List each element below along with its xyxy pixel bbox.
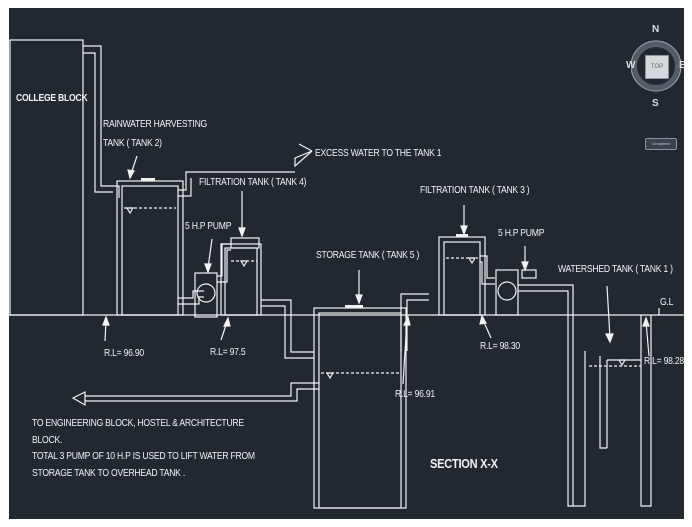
compass-east[interactable]: E [679, 60, 684, 71]
gl-label: G.L [660, 296, 674, 308]
rl-9828-leader [645, 321, 650, 357]
rl-9830-label: R.L= 98.30 [480, 340, 520, 352]
pipe-tank2-pump-b [178, 296, 204, 305]
tank-1-right-wall [640, 315, 652, 507]
downpipe-inner [83, 52, 113, 193]
rl-9691-head [403, 315, 411, 326]
rl-9828-head [642, 316, 650, 327]
tank-3-level-marker [467, 257, 477, 265]
downpipe-outer [83, 45, 120, 198]
college-block-label: COLLEGE BLOCK [16, 92, 88, 104]
pipe-storage-engineering-b [85, 388, 319, 402]
compass-west[interactable]: W [626, 60, 636, 71]
tank-5-shape [313, 307, 407, 509]
tank-3-shape [438, 236, 486, 316]
tank-4-inner [224, 247, 258, 316]
note-line-3: TOTAL 3 PUMP OF 10 H.P IS USED TO LIFT W… [32, 450, 255, 462]
tank-5-level-marker [325, 372, 335, 380]
leader-tank4-head [238, 227, 246, 238]
leader-pump-right-head [521, 261, 529, 272]
overflow-pipe [178, 171, 295, 191]
engineering-arrow-head [71, 391, 86, 407]
tank-3-lid [456, 234, 468, 237]
rl-9691-leader [402, 319, 408, 385]
viewcube-top-face[interactable]: TOP [645, 55, 669, 79]
rl-975-label: R.L= 97.5 [210, 346, 246, 358]
compass-north[interactable]: N [652, 24, 660, 35]
pipe-tank2-pump-a [178, 290, 204, 299]
watershed-tank-label: WATERSHED TANK ( TANK 1 ) [558, 263, 673, 275]
pump-right-discharge-b [518, 290, 586, 507]
viewcube[interactable]: TOP N S W E [626, 18, 684, 128]
leader-tank2-head [127, 169, 135, 180]
pump-right-label: 5 H.P PUMP [498, 227, 545, 239]
pipe-tank4-storage-a [261, 299, 314, 353]
pump-right-top [521, 269, 537, 279]
wcs-menu-button[interactable]: Unnamed [645, 138, 677, 150]
rl-9830-head [479, 314, 487, 325]
pipe-storage-tank3-b [406, 299, 429, 351]
pump-left-label: 5 H.P PUMP [185, 220, 232, 232]
pump-right-discharge-a [518, 284, 574, 506]
overflow-arrow [294, 150, 313, 168]
leader-tank1 [606, 285, 611, 339]
section-drawing [9, 39, 684, 509]
excess-water-label: EXCESS WATER TO THE TANK 1 [315, 147, 442, 159]
tank-3-label: FILTRATION TANK ( TANK 3 ) [420, 184, 530, 196]
tank-3-inner [443, 241, 481, 316]
storage-tank-label: STORAGE TANK ( TANK 5 ) [316, 249, 420, 261]
tank-2-lid [141, 178, 155, 181]
note-line-2: BLOCK. [32, 434, 63, 446]
tank-2-shape [116, 180, 184, 316]
tank-1-level-marker [617, 359, 627, 367]
tank-4-level-marker [239, 260, 249, 268]
leader-tank1-head [605, 333, 614, 344]
pump-left-body [194, 272, 218, 318]
leader-pump-left-head [204, 263, 212, 274]
note-line-1: TO ENGINEERING BLOCK, HOSTEL & ARCHITECT… [32, 417, 244, 429]
viewcube-compass [630, 40, 682, 92]
pipe-storage-tank3-a [400, 293, 429, 351]
pump-left-discharge-b [217, 249, 231, 283]
pump-left-discharge [217, 243, 231, 277]
tank-2-level-marker [125, 207, 135, 215]
leader-storage-head [355, 294, 363, 305]
overflow-pipe-b [178, 178, 192, 197]
rl-975-head [223, 316, 231, 327]
tank-4-label: FILTRATION TANK ( TANK 4) [199, 176, 307, 188]
rl-9690-label: R.L= 96.90 [104, 347, 144, 359]
section-title: SECTION X-X [430, 456, 498, 471]
tank-5-lid [345, 305, 363, 308]
pipe-tank4-storage-b [261, 305, 314, 359]
college-block-shape [9, 39, 84, 316]
tank-2-inner [121, 185, 179, 316]
leader-tank3-head [460, 225, 468, 236]
leader-pump-left [207, 238, 213, 269]
rl-9691-label: R.L= 96.91 [395, 388, 435, 400]
note-line-4: STORAGE TANK TO OVERHEAD TANK . [32, 467, 185, 479]
tank-2-label-line1: RAINWATER HARVESTING [103, 118, 207, 130]
tank-1-left-wall [599, 356, 607, 449]
tank-2-label-line2: TANK ( TANK 2) [103, 137, 162, 149]
compass-south[interactable]: S [652, 98, 659, 109]
tank-4-top-box [230, 237, 260, 249]
pump-right-body [495, 269, 519, 316]
rl-9828-label: R.L= 98.28 [644, 355, 684, 367]
pipe-storage-engineering-a [85, 382, 319, 397]
cad-drawing-canvas[interactable]: COLLEGE BLOCK RAINWATER HARVESTING TANK … [9, 8, 684, 519]
pipe-tank3-pump-a [480, 255, 495, 279]
overflow-arrow-line [298, 143, 313, 152]
pipe-tank3-pump-b [480, 261, 495, 285]
tank-5-inner [318, 312, 402, 509]
pump-left-motor [196, 283, 216, 303]
pump-right-motor [497, 281, 517, 301]
rl-9690-head [102, 315, 110, 326]
